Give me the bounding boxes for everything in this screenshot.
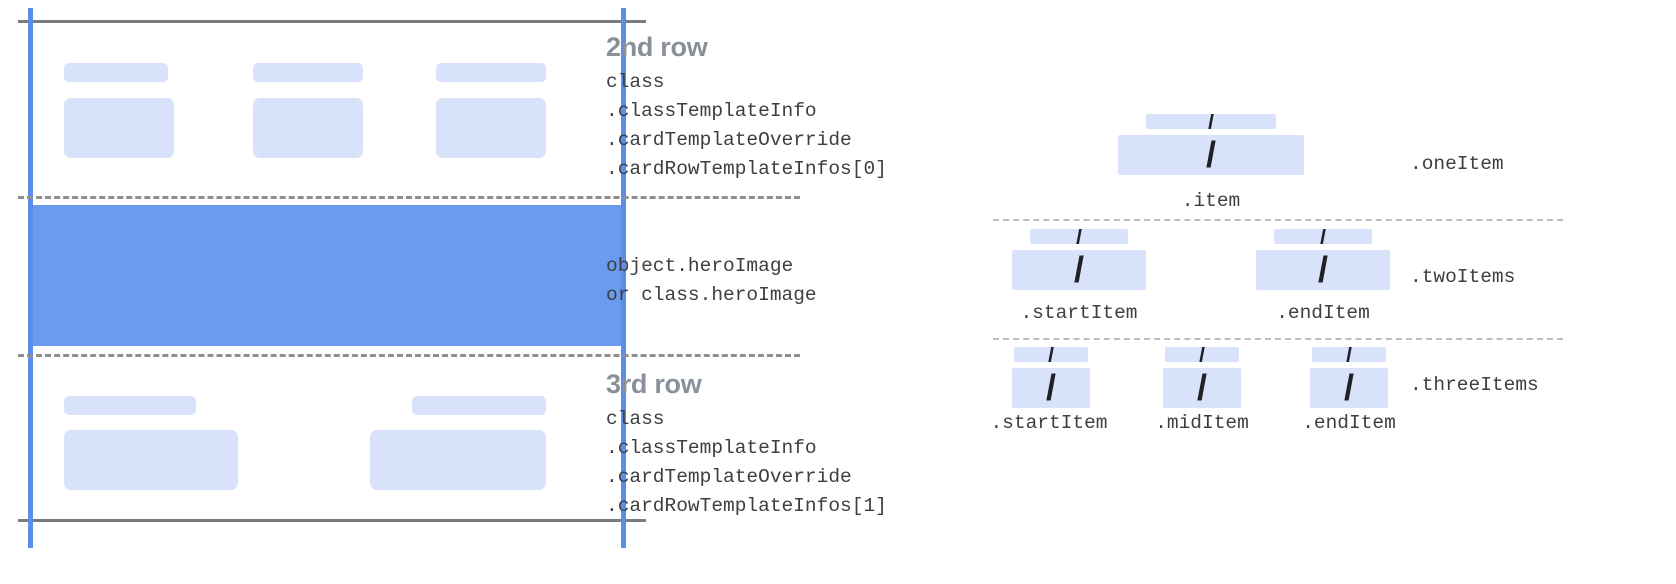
third-row-code-line-2: .classTemplateInfo	[606, 436, 817, 459]
second-row-col3-body-placeholder	[436, 98, 546, 158]
card-bottom-rule	[18, 519, 646, 522]
variant-label-one-item: .oneItem	[1410, 153, 1504, 175]
second-row-code-line-4: .cardRowTemplateInfos[0]	[606, 157, 887, 180]
hero-image-annotation: object.heroImage or class.heroImage	[606, 252, 817, 310]
three-items-start-sub-label: .startItem	[990, 412, 1108, 434]
row-item-variants-diagram: / / .item .oneItem / / .startItem / /	[960, 0, 1676, 584]
one-item-cell: / /	[1118, 114, 1304, 175]
slash-icon: /	[1345, 347, 1353, 362]
variant-label-two-items: .twoItems	[1410, 266, 1516, 288]
third-row-col2-title-placeholder	[412, 396, 546, 415]
three-items-end-sub-label: .endItem	[1302, 412, 1396, 434]
three-items-end-top-bar: /	[1312, 347, 1386, 362]
card-top-rule	[18, 20, 646, 23]
second-row-col2-title-placeholder	[253, 63, 363, 82]
two-items-start-top-bar: /	[1030, 229, 1128, 244]
third-row-annotation: 3rd row class .classTemplateInfo .cardTe…	[606, 369, 887, 520]
slash-icon: /	[1317, 250, 1329, 290]
second-row-col3-title-placeholder	[436, 63, 546, 82]
third-row-heading: 3rd row	[606, 369, 702, 399]
slash-icon: /	[1207, 114, 1215, 129]
third-row-code-line-1: class	[606, 408, 665, 431]
hero-image-code-line-1: object.heroImage	[606, 255, 794, 277]
third-row-col2-body-placeholder	[370, 430, 546, 490]
variant-separator-2	[993, 338, 1563, 340]
second-row-code-line-1: class	[606, 71, 665, 94]
second-row-col1-title-placeholder	[64, 63, 168, 82]
three-items-end-main-bar: /	[1310, 368, 1388, 408]
third-row-col1-body-placeholder	[64, 430, 238, 490]
slash-icon: /	[1343, 368, 1355, 408]
variant-label-three-items: .threeItems	[1410, 374, 1539, 396]
third-row-col1-title-placeholder	[64, 396, 196, 415]
row-separator-1	[18, 196, 800, 199]
slash-icon: /	[1073, 250, 1085, 290]
three-items-start-top-bar: /	[1014, 347, 1088, 362]
slash-icon: /	[1075, 229, 1083, 244]
three-items-mid-sub-label: .midItem	[1155, 412, 1249, 434]
slash-icon: /	[1045, 368, 1057, 408]
slash-icon: /	[1198, 347, 1206, 362]
slash-icon: /	[1319, 229, 1327, 244]
second-row-heading: 2nd row	[606, 32, 708, 62]
slash-icon: /	[1205, 135, 1217, 175]
third-row-code-line-4: .cardRowTemplateInfos[1]	[606, 494, 887, 517]
card-left-guide-line	[28, 8, 33, 548]
second-row-code-line-3: .cardTemplateOverride	[606, 128, 852, 151]
three-items-mid-top-bar: /	[1165, 347, 1239, 362]
two-items-end-top-bar: /	[1274, 229, 1372, 244]
three-items-start-main-bar: /	[1012, 368, 1090, 408]
two-items-end-cell: / /	[1256, 229, 1390, 290]
third-row-code-line-3: .cardTemplateOverride	[606, 465, 852, 488]
three-items-end-cell: / /	[1310, 347, 1388, 408]
card-layout-diagram: 2nd row class .classTemplateInfo .cardTe…	[18, 8, 887, 548]
two-items-start-sub-label: .startItem	[1020, 302, 1138, 324]
hero-image-block	[33, 205, 621, 346]
two-items-end-main-bar: /	[1256, 250, 1390, 290]
variant-separator-1	[993, 219, 1563, 221]
two-items-end-sub-label: .endItem	[1276, 302, 1370, 324]
three-items-mid-cell: / /	[1163, 347, 1241, 408]
slash-icon: /	[1196, 368, 1208, 408]
second-row-col2-body-placeholder	[253, 98, 363, 158]
three-items-mid-main-bar: /	[1163, 368, 1241, 408]
slash-icon: /	[1047, 347, 1055, 362]
three-items-start-cell: / /	[1012, 347, 1090, 408]
hero-image-code-line-2: or class.heroImage	[606, 283, 817, 306]
card-right-guide-line	[621, 8, 626, 548]
one-item-main-bar: /	[1118, 135, 1304, 175]
row-separator-2	[18, 354, 800, 357]
second-row-annotation: 2nd row class .classTemplateInfo .cardTe…	[606, 32, 887, 183]
two-items-start-main-bar: /	[1012, 250, 1146, 290]
one-item-sub-label: .item	[1181, 190, 1241, 212]
second-row-code-line-2: .classTemplateInfo	[606, 99, 817, 122]
two-items-start-cell: / /	[1012, 229, 1146, 290]
one-item-top-bar: /	[1146, 114, 1276, 129]
second-row-col1-body-placeholder	[64, 98, 174, 158]
